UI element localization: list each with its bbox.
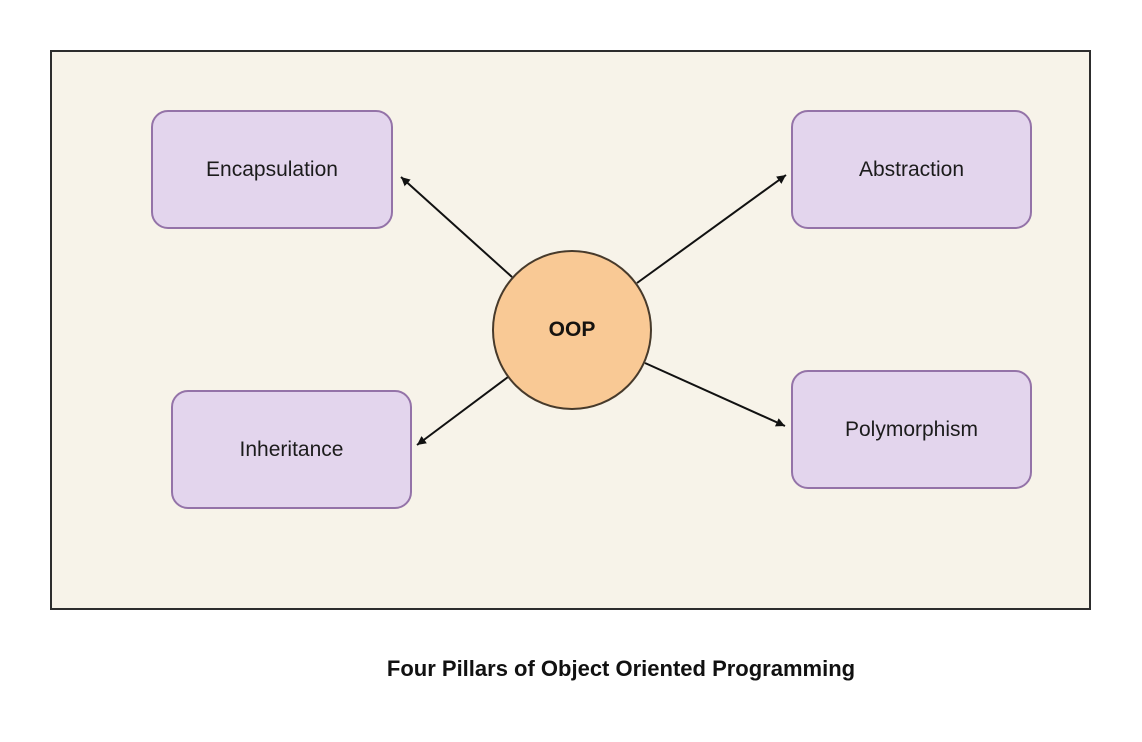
- center-node-oop: OOP: [492, 250, 652, 410]
- center-node-label: OOP: [548, 318, 596, 341]
- node-encapsulation: Encapsulation: [151, 110, 393, 229]
- node-abstraction-label: Abstraction: [858, 157, 965, 181]
- node-polymorphism-label: Polymorphism: [844, 417, 979, 441]
- node-abstraction: Abstraction: [791, 110, 1032, 229]
- diagram-caption: Four Pillars of Object Oriented Programm…: [386, 656, 856, 681]
- node-encapsulation-label: Encapsulation: [206, 157, 338, 181]
- node-inheritance-label: Inheritance: [239, 437, 344, 461]
- node-polymorphism: Polymorphism: [791, 370, 1032, 489]
- node-inheritance: Inheritance: [171, 390, 412, 509]
